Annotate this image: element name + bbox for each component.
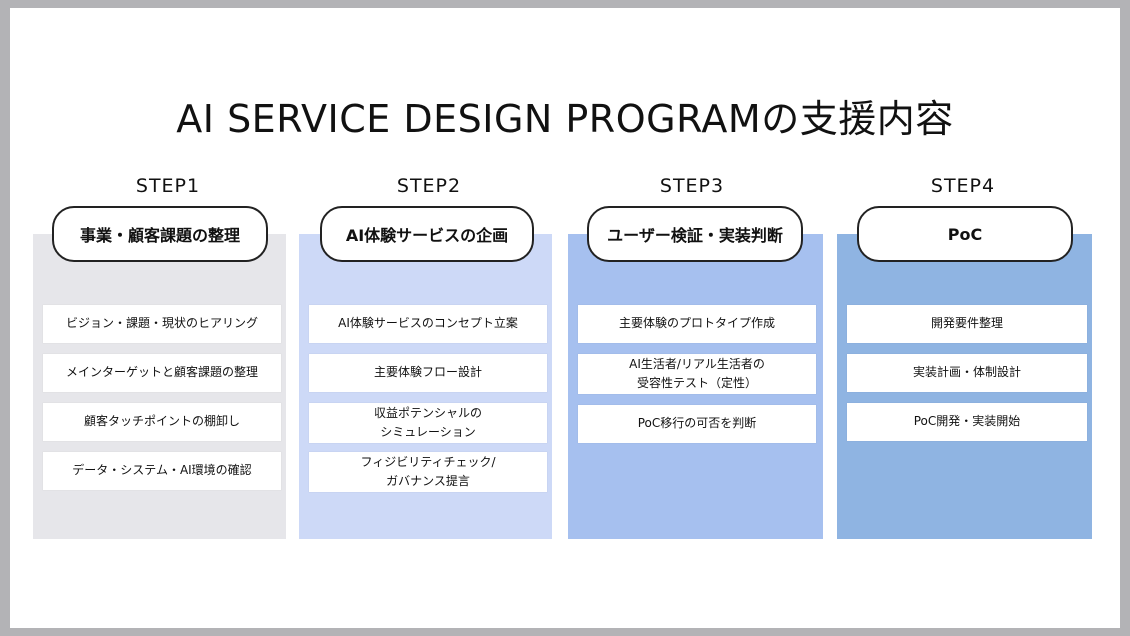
slide: AI SERVICE DESIGN PROGRAMの支援内容 STEP1 事業・… — [10, 8, 1120, 628]
step2-item-1: AI体験サービスのコンセプト立案 — [309, 305, 547, 343]
step2-item-2: 主要体験フロー設計 — [309, 354, 547, 392]
step2-item-4: フィジビリティチェック/ ガバナンス提言 — [309, 452, 547, 492]
step1-item-2: メインターゲットと顧客課題の整理 — [43, 354, 281, 392]
step1-label: STEP1 — [135, 175, 201, 197]
step1-heading: 事業・顧客課題の整理 — [52, 206, 268, 262]
step3-item-3: PoC移行の可否を判断 — [578, 405, 816, 443]
step1-item-3: 顧客タッチポイントの棚卸し — [43, 403, 281, 441]
step4-label: STEP4 — [930, 175, 996, 197]
step4-item-2: 実装計画・体制設計 — [847, 354, 1087, 392]
step4-heading: PoC — [857, 206, 1073, 262]
page-title: AI SERVICE DESIGN PROGRAMの支援内容 — [176, 97, 954, 141]
step2-item-3: 収益ポテンシャルの シミュレーション — [309, 403, 547, 443]
step4-item-3: PoC開発・実装開始 — [847, 403, 1087, 441]
step3-label: STEP3 — [659, 175, 725, 197]
step3-heading: ユーザー検証・実装判断 — [587, 206, 803, 262]
step3-item-2: AI生活者/リアル生活者の 受容性テスト（定性） — [578, 354, 816, 394]
step4-item-1: 開発要件整理 — [847, 305, 1087, 343]
step3-item-1: 主要体験のプロトタイプ作成 — [578, 305, 816, 343]
step2-label: STEP2 — [396, 175, 462, 197]
step1-item-4: データ・システム・AI環境の確認 — [43, 452, 281, 490]
step1-item-1: ビジョン・課題・現状のヒアリング — [43, 305, 281, 343]
step2-heading: AI体験サービスの企画 — [320, 206, 534, 262]
